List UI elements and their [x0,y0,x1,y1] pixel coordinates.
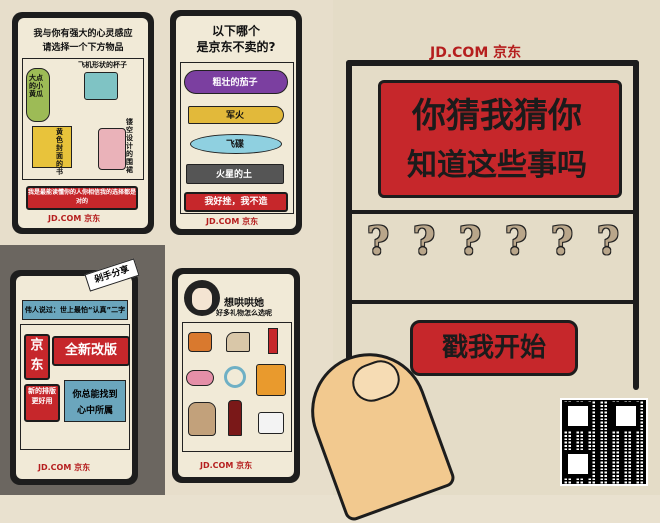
start-button[interactable]: 戳我开始 [410,320,578,376]
jd-box[interactable]: 京东 [24,334,50,380]
quiz-card-not-sold[interactable]: 以下哪个 是京东不卖的? 粗壮的茄子 军火 飞碟 火星的土 我好挫，我不造 JD… [170,10,302,235]
option-mars-soil-shape[interactable] [186,164,284,184]
small-info-box[interactable]: 新的排版更好用 [24,384,60,422]
handbag-icon[interactable] [188,332,212,352]
option-eggplant-shape[interactable] [184,70,288,94]
item-b-label: 飞机形状的杯子 [78,61,127,69]
option-label: 火星的土 [215,170,252,180]
option-label: 飞碟 [225,140,244,150]
quiz-card-psychic[interactable]: 我与你有强大的心灵感应 请选择一个下方物品 大点的小黄瓜 飞机形状的杯子 黄色封… [12,12,154,234]
brand-logo: JD.COM 京东 [200,461,253,470]
option-dont-know[interactable]: 我好挫，我不造 [184,192,288,212]
item-a-label: 大点的小黄瓜 [29,74,43,98]
card-title-line2: 请选择一个下方物品 [42,43,124,53]
lipstick-icon[interactable] [268,328,278,354]
girl-face [192,288,212,310]
brand-logo: JD.COM 京东 [48,214,101,223]
quote-box: 伟人说过：世上最怕“认真”二字 [22,300,128,320]
card-title-line2: 好多礼物怎么选呢 [216,309,272,317]
plane-cup-icon[interactable] [84,72,118,100]
item-d-label: 镂空设计的围裙 [126,118,133,174]
brand-logo: JD.COM 京东 [38,463,91,472]
card-title-line1: 我与你有强大的心灵感应 [33,29,133,39]
quiz-card-body: 想哄哄她 好多礼物怎么选呢 JD.COM 京东 [178,274,294,477]
option-bullet-shape[interactable] [188,106,284,124]
quiz-card-body: 我与你有强大的心灵感应 请选择一个下方物品 大点的小黄瓜 飞机形状的杯子 黄色封… [18,18,148,228]
cat-icon[interactable] [188,402,216,436]
dress-icon[interactable] [256,364,286,396]
question-mark-icon: ? [596,218,620,263]
blue-box-line2: 心中所属 [76,406,113,416]
ring-icon[interactable] [224,366,246,388]
item-c-label: 黄色封面的书 [56,128,63,176]
bra-icon[interactable] [186,370,214,386]
high-heel-icon[interactable] [226,332,250,352]
quiz-card-body: 剁手分享 伟人说过：世上最怕“认真”二字 京东 全新改版 新的排版更好用 你总能… [16,258,140,479]
sprue-frame [22,58,144,180]
headline-line2: 知道这些事吗 [407,148,587,183]
yellow-book-icon[interactable] [32,126,72,168]
question-mark-icon: ? [458,218,482,263]
card-title-line2: 是京东不卖的? [196,40,276,54]
qr-finder [564,450,592,478]
redesign-banner[interactable]: 全新改版 [52,336,130,366]
sprue-rail [633,60,639,390]
sprue-rail [346,210,639,214]
blue-box[interactable]: 你总能找到 心中所属 [64,380,126,422]
option-label: 粗壮的茄子 [212,78,258,88]
sprue-rail [346,60,639,66]
card-title-line1: 以下哪个 [211,24,260,38]
question-mark-icon: ? [550,218,574,263]
blue-box-line1: 你总能找到 [72,390,118,400]
main-brand-logo: JD.COM 京东 [430,45,522,61]
card-title-line1: 想哄哄她 [224,298,264,309]
sprue-frame [182,322,292,452]
option-label: 军火 [225,111,244,121]
brand-logo: JD.COM 京东 [206,217,259,226]
question-mark-icon: ? [412,218,436,263]
cake-icon[interactable] [258,412,284,434]
wine-bottle-icon[interactable] [228,400,242,436]
headline-line1: 你猜我猜你 [412,96,582,136]
footer-answer-box[interactable]: 我是最能读懂你的人你相信我的选择都是对的 [26,186,138,210]
sprue-frame [180,62,294,214]
quiz-card-body: 以下哪个 是京东不卖的? 粗壮的茄子 军火 飞碟 火星的土 我好挫，我不造 JD… [176,16,296,229]
cucumber-icon[interactable] [26,68,50,122]
apron-icon[interactable] [98,128,126,170]
quiz-card-redesign[interactable]: 剁手分享 伟人说过：世上最怕“认真”二字 京东 全新改版 新的排版更好用 你总能… [10,258,140,485]
sprue-rail [346,300,639,304]
sprue-rail [346,60,352,390]
qr-finder [612,402,640,430]
question-mark-icon: ? [504,218,528,263]
qr-finder [564,402,592,430]
headline-plate [378,80,622,198]
quiz-card-gift[interactable]: 想哄哄她 好多礼物怎么选呢 JD.COM 京东 [172,268,300,483]
question-mark-icon: ? [366,218,390,263]
option-ufo-shape[interactable] [190,134,282,154]
sprue-frame [20,324,130,450]
